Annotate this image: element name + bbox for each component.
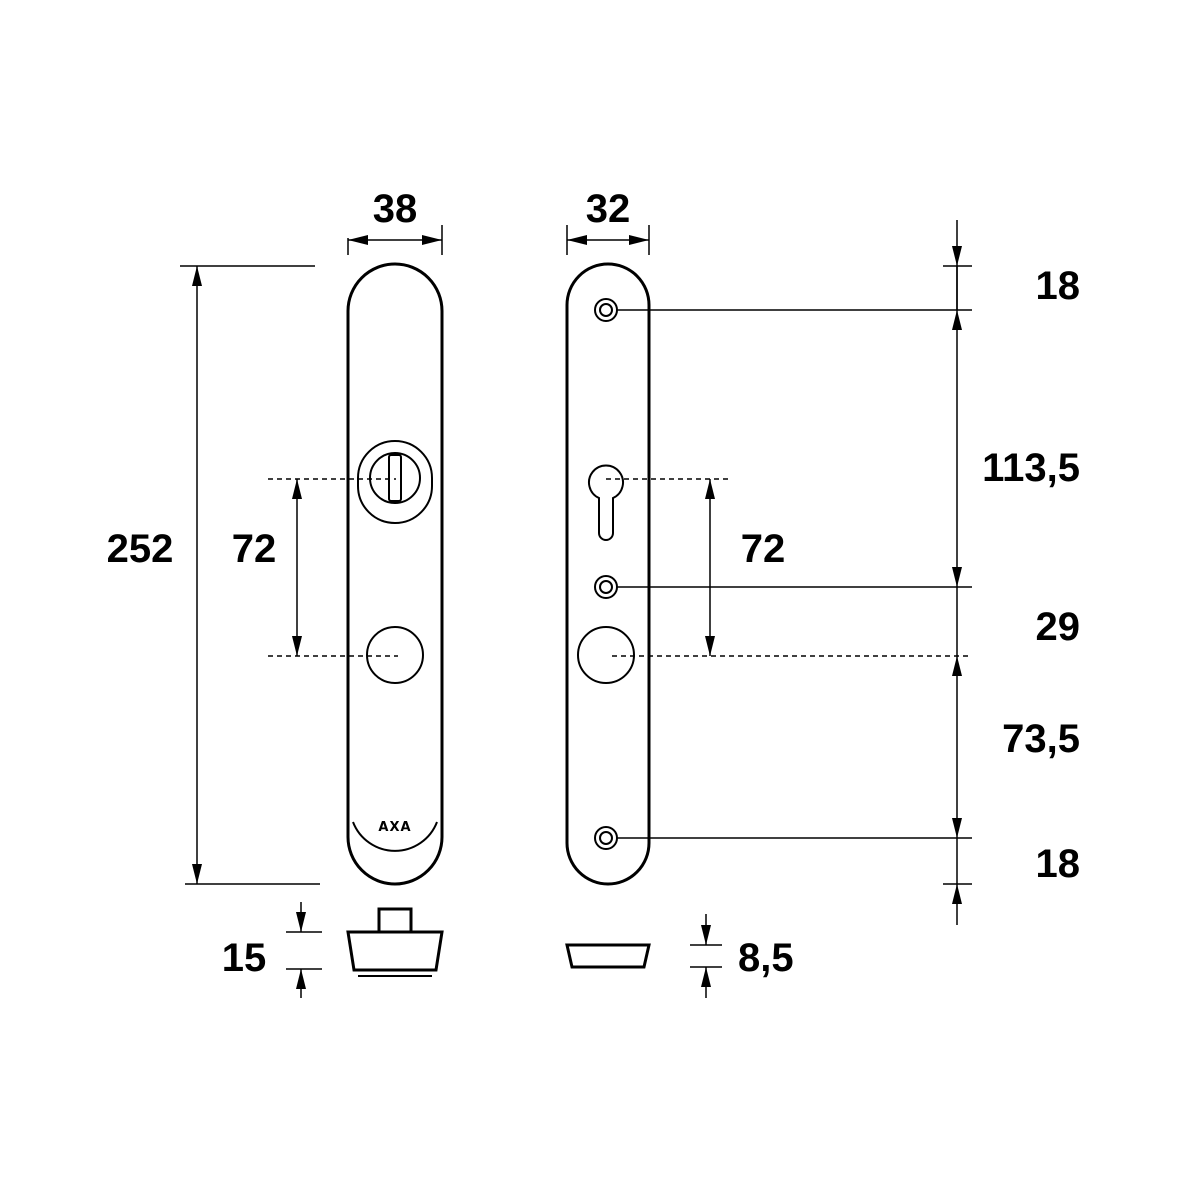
back-thickness-label: 8,5 (738, 936, 794, 980)
brand-logo: AXA (378, 820, 411, 835)
screw-hole-top-icon (594, 298, 618, 322)
back-side-profile-icon (565, 943, 651, 969)
screw-hole-middle-icon (594, 575, 618, 599)
back-width-label: 32 (586, 187, 631, 231)
front-width-label: 38 (373, 187, 418, 231)
front-plate-outline (346, 262, 444, 886)
screw-hole-bottom-icon (594, 826, 618, 850)
screw-offset-bottom-label: 18 (1036, 842, 1081, 886)
front-plate: AXA 38 252 72 15 (107, 187, 444, 998)
front-thickness-label: 15 (222, 936, 267, 980)
front-spacing-label: 72 (232, 527, 277, 571)
back-plate-outline (565, 262, 651, 886)
back-spacing-label: 72 (741, 527, 786, 571)
front-side-profile-icon (346, 907, 444, 977)
front-height-label: 252 (107, 527, 174, 571)
screw-offset-top-label: 18 (1036, 264, 1081, 308)
turn-knob-icon (357, 440, 433, 524)
screw-spacing-upper-label: 113,5 (982, 446, 1080, 490)
screw-to-handle-label: 29 (1036, 605, 1081, 649)
handle-to-screw-label: 73,5 (1002, 717, 1080, 761)
plate-bottom-curve (352, 821, 438, 852)
back-plate: 32 72 18 113,5 29 73,5 18 8,5 (565, 187, 1081, 998)
handle-rose-icon (366, 626, 424, 684)
keyhole-icon (588, 464, 624, 541)
back-handle-rose-icon (577, 626, 635, 684)
